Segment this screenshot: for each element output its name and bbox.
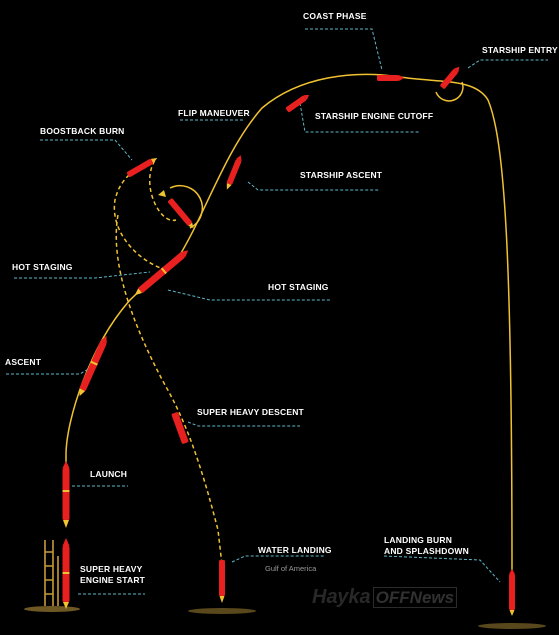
splashdown-splash bbox=[478, 623, 546, 629]
leader-lines bbox=[6, 28, 548, 595]
watermark-part2: OFFNews bbox=[372, 587, 458, 608]
rockets bbox=[62, 66, 515, 616]
label-starship-entry: STARSHIP ENTRY bbox=[482, 45, 558, 55]
label-gulf-of-america: Gulf of America bbox=[265, 564, 317, 573]
flip-maneuver-arrow-icon bbox=[158, 190, 166, 197]
label-starship-engine-cutoff: STARSHIP ENGINE CUTOFF bbox=[315, 111, 434, 121]
launch-pad-ground bbox=[24, 606, 80, 612]
rocket-pad bbox=[62, 538, 70, 609]
label-ascent: ASCENT bbox=[5, 357, 42, 367]
label-boostback-burn: BOOSTBACK BURN bbox=[40, 126, 125, 136]
rocket-water-landing bbox=[219, 560, 225, 603]
rocket-engine-cutoff bbox=[285, 94, 310, 113]
rocket-coast bbox=[377, 75, 404, 81]
label-landing-burn-line1: LANDING BURN bbox=[384, 535, 453, 545]
ground-markers bbox=[24, 606, 546, 629]
label-super-heavy-line1: SUPER HEAVY bbox=[80, 564, 143, 574]
water-landing-splash bbox=[188, 608, 256, 614]
label-super-heavy-line2: ENGINE START bbox=[80, 575, 146, 585]
starship-trajectory bbox=[177, 73, 513, 576]
label-starship-ascent: STARSHIP ASCENT bbox=[300, 170, 383, 180]
boostback-trajectory bbox=[113, 158, 177, 271]
rocket-starship-ascent bbox=[226, 155, 242, 190]
rocket-ascent bbox=[79, 335, 107, 397]
label-launch: LAUNCH bbox=[90, 469, 128, 479]
rocket-hot-staging bbox=[134, 250, 189, 296]
label-water-landing: WATER LANDING bbox=[258, 545, 332, 555]
starship-entry-arc bbox=[435, 81, 464, 102]
flip-maneuver-arc bbox=[169, 184, 204, 229]
launch-tower bbox=[44, 540, 59, 606]
rocket-starship-entry bbox=[440, 66, 460, 89]
label-landing-burn-line2: AND SPLASHDOWN bbox=[384, 546, 469, 556]
label-hot-staging-left: HOT STAGING bbox=[12, 262, 73, 272]
rocket-boostback bbox=[126, 158, 158, 178]
rocket-splashdown bbox=[509, 569, 515, 616]
rocket-super-heavy-descent bbox=[171, 412, 189, 444]
rocket-launch bbox=[62, 461, 70, 528]
rocket-flip bbox=[168, 198, 194, 229]
label-coast-phase: COAST PHASE bbox=[303, 11, 367, 21]
flight-paths bbox=[65, 73, 513, 576]
label-hot-staging-right: HOT STAGING bbox=[268, 282, 329, 292]
label-super-heavy-descent: SUPER HEAVY DESCENT bbox=[197, 407, 304, 417]
watermark-part1: Науka bbox=[312, 586, 371, 608]
label-flip-maneuver: FLIP MANEUVER bbox=[178, 108, 250, 118]
